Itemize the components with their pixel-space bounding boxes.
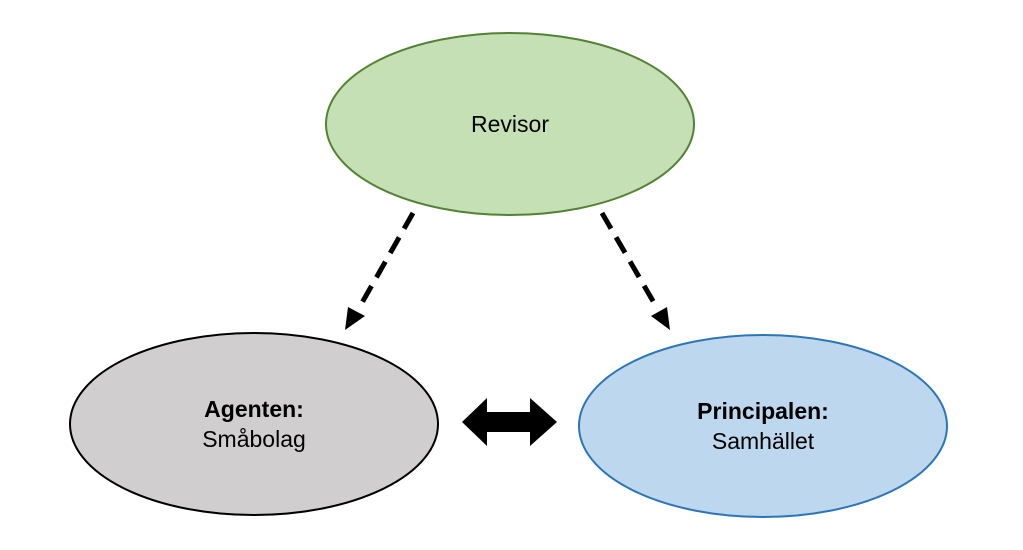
arrow-revisor-to-agent-head xyxy=(345,307,365,330)
agent-ellipse xyxy=(69,332,439,516)
agent-node: Agenten: Småbolag xyxy=(69,332,439,516)
principal-title: Principalen: xyxy=(697,398,829,424)
principal-subtitle: Samhället xyxy=(711,428,815,454)
principal-node: Principalen: Samhället xyxy=(578,334,948,518)
revisor-node: Revisor xyxy=(325,32,695,216)
arrow-revisor-to-principal-line xyxy=(599,211,660,310)
double-arrow-agent-principal xyxy=(462,398,557,446)
agent-title: Agenten: xyxy=(204,396,304,422)
arrow-revisor-to-principal-head xyxy=(651,307,670,330)
revisor-ellipse xyxy=(325,32,695,216)
agent-subtitle: Småbolag xyxy=(202,426,306,452)
revisor-label: Revisor xyxy=(471,111,549,137)
arrow-revisor-to-agent-line xyxy=(356,211,416,310)
principal-ellipse xyxy=(578,334,948,518)
